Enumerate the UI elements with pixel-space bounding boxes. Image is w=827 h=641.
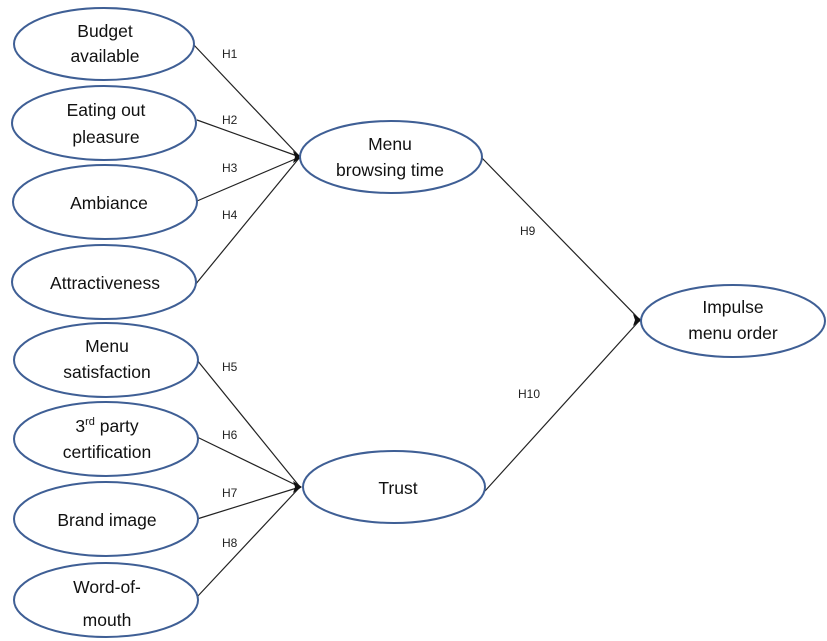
arrowhead-trust: [293, 481, 302, 493]
edge-ambiance-to-menu-browsing: [196, 156, 301, 202]
arrowhead-impulse: [633, 314, 642, 326]
node-eating-out-pleasure: Eating out pleasure: [11, 85, 197, 161]
label-h2: H2: [222, 113, 238, 127]
edge-menu-sat-to-trust: [196, 359, 301, 488]
label-h6: H6: [222, 428, 238, 442]
node-menu-sat-line1: Menu: [85, 336, 129, 356]
edge-third-party-to-trust: [196, 436, 301, 488]
node-impulse-line2: menu order: [688, 323, 778, 343]
node-attractiveness: Attractiveness: [11, 244, 197, 320]
label-h9: H9: [520, 224, 536, 238]
label-h7: H7: [222, 486, 238, 500]
edge-menu-browsing-to-impulse: [480, 156, 641, 321]
node-budget-line2: available: [70, 46, 139, 66]
edge-eating-to-menu-browsing: [196, 119, 301, 158]
edge-trust-to-impulse: [484, 319, 641, 492]
node-menu-browse-line1: Menu: [368, 134, 412, 154]
node-trust-line1: Trust: [378, 478, 417, 498]
label-h10: H10: [518, 387, 540, 401]
node-word-of-mouth: Word-of- mouth: [13, 562, 199, 638]
node-eating-line1: Eating out: [67, 100, 146, 120]
node-trust: Trust: [302, 450, 486, 524]
label-h3: H3: [222, 161, 238, 175]
node-third-party-line1: 3rd party: [75, 416, 139, 436]
node-third-party-sup: rd: [85, 416, 95, 428]
node-budget-available: Budget available: [13, 7, 195, 81]
arrowhead-menu-browsing: [293, 151, 302, 163]
node-impulse-menu-order: Impulse menu order: [640, 284, 826, 358]
label-h8: H8: [222, 536, 238, 550]
node-brand-line1: Brand image: [57, 510, 156, 530]
label-h4: H4: [222, 208, 238, 222]
node-menu-sat-line2: satisfaction: [63, 362, 151, 382]
node-ambiance-line1: Ambiance: [70, 193, 148, 213]
node-third-party-line2: certification: [63, 442, 152, 462]
node-ambiance: Ambiance: [12, 164, 198, 240]
node-budget-line1: Budget: [77, 21, 133, 41]
edge-budget-to-menu-browsing: [192, 43, 301, 158]
label-h5: H5: [222, 360, 238, 374]
node-third-party-certification: 3rd party certification: [13, 401, 199, 477]
node-menu-browse-line2: browsing time: [336, 160, 444, 180]
hypothesis-labels: H1 H2 H3 H4 H5 H6 H7 H8 H9 H10: [222, 47, 540, 550]
node-menu-satisfaction: Menu satisfaction: [13, 322, 199, 398]
edge-brand-to-trust: [196, 486, 301, 520]
node-attractiveness-line1: Attractiveness: [50, 273, 160, 293]
node-wom-line1: Word-of-: [73, 577, 141, 597]
node-menu-browsing-time: Menu browsing time: [299, 120, 483, 194]
node-eating-line2: pleasure: [72, 127, 139, 147]
node-third-party-rest: party: [95, 416, 139, 436]
node-brand-image: Brand image: [13, 481, 199, 557]
label-h1: H1: [222, 47, 238, 61]
edge-wom-to-trust: [196, 486, 301, 598]
node-wom-line2: mouth: [83, 610, 132, 630]
node-third-party-num: 3: [75, 416, 85, 436]
edge-attractiveness-to-menu-browsing: [194, 156, 301, 286]
edges: [192, 43, 642, 598]
node-impulse-line1: Impulse: [702, 297, 763, 317]
